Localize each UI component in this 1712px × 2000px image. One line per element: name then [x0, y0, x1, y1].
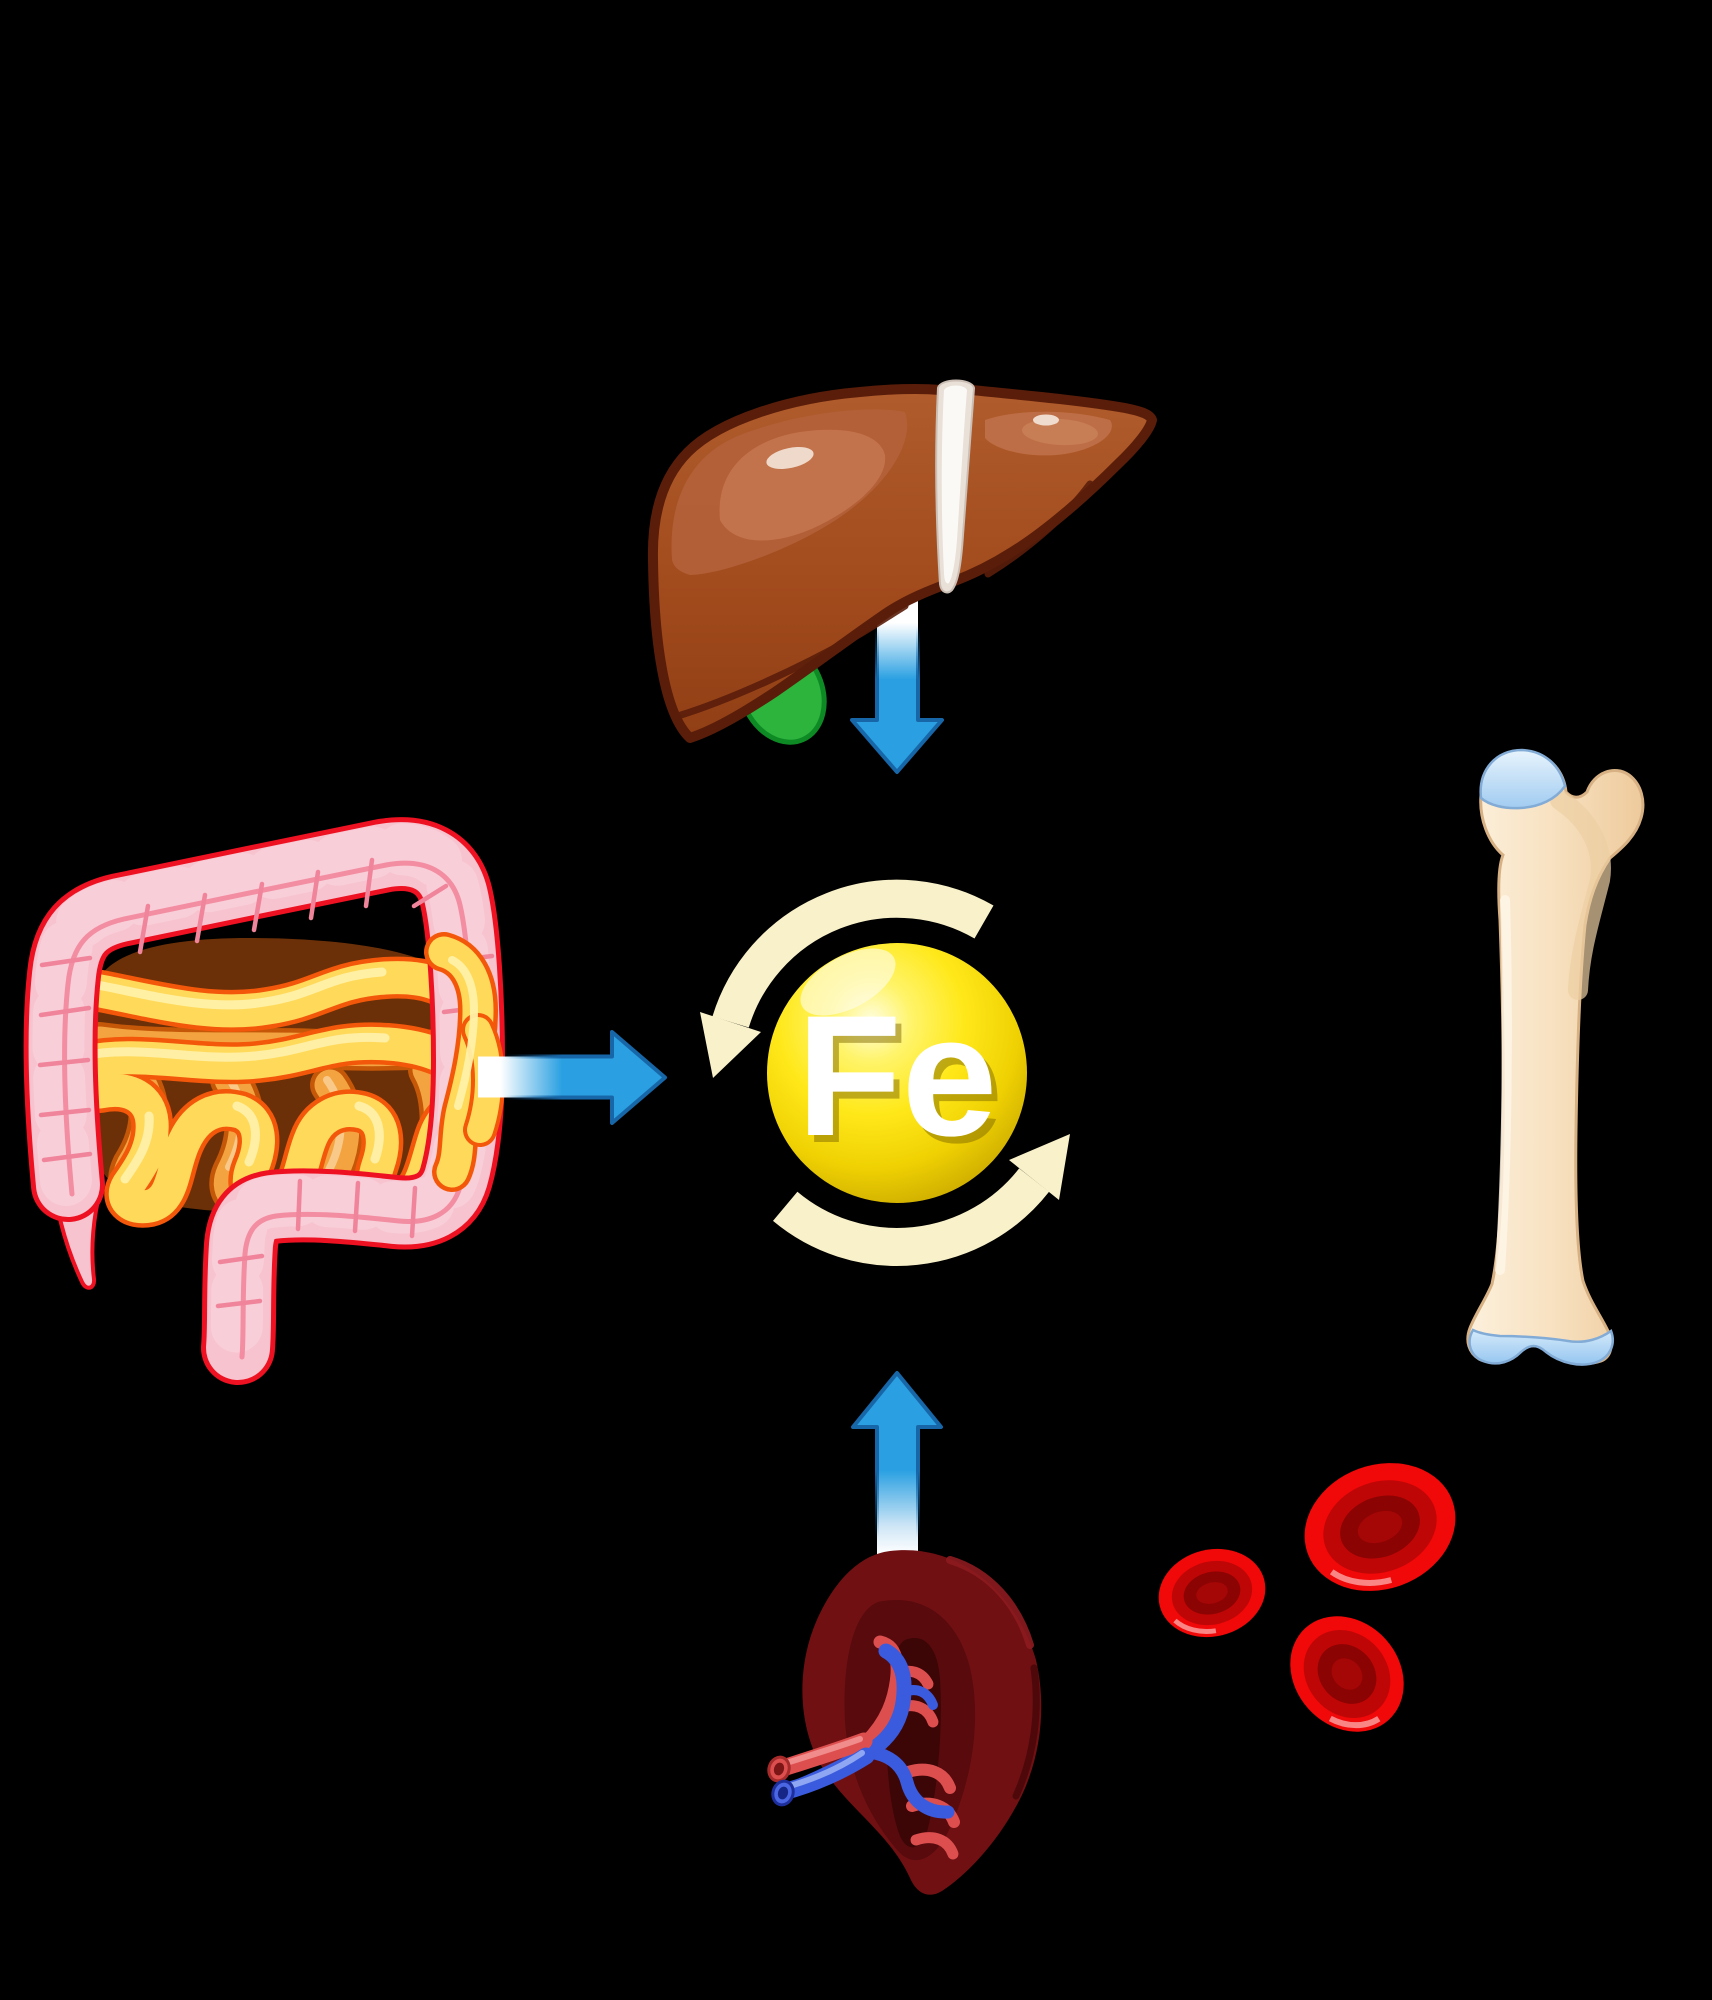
intestines-icon: [23, 817, 505, 1385]
red-blood-cell: [1158, 1548, 1266, 1638]
iron-symbol: Fe: [797, 980, 998, 1172]
spleen-top-sheen: [946, 1556, 1034, 1649]
cycle-arrowhead-right: [1009, 1134, 1070, 1200]
artery-lumen: [773, 1762, 785, 1776]
bone-shading: [1550, 790, 1611, 1000]
cycle-arc-bottom: [773, 1168, 1050, 1266]
bone-shaft-highlight: [1495, 895, 1512, 1275]
spleen-side-crease: [1012, 1664, 1040, 1800]
femur-bone-icon: [1466, 748, 1645, 1366]
liver-gloss-spot-2: [1033, 414, 1059, 426]
liver-outline: [647, 380, 1157, 743]
red-blood-cells-icon: [1158, 1463, 1456, 1732]
liver-sheen-bright: [719, 429, 886, 541]
arrow-intestine-to-iron: [476, 1030, 667, 1125]
liver-icon: [647, 379, 1157, 745]
vein-lumen: [777, 1786, 789, 1800]
ligament-highlight: [941, 385, 967, 584]
cycle-arc-top: [712, 879, 994, 1028]
arrow-spleen-to-iron: [851, 1371, 943, 1559]
femoral-head-cartilage: [1479, 748, 1567, 810]
recycle-ring: [700, 879, 1070, 1266]
haustra-lines: [37, 857, 495, 1309]
iron-ball-gloss: [800, 948, 896, 1016]
liver-gloss-spot: [766, 447, 814, 469]
right-lobe-sheen-2: [1022, 418, 1098, 446]
red-blood-cell: [1304, 1463, 1456, 1591]
arrow-liver-to-iron: [850, 598, 944, 774]
cycle-arrowhead-left: [700, 1012, 761, 1078]
condyle-cartilage: [1468, 1328, 1614, 1366]
iron-symbol-shadow: Fe: [803, 987, 1004, 1179]
spleen-icon: [767, 1550, 1042, 1895]
iron-cycle-center: Fe Fe: [700, 879, 1070, 1266]
red-blood-cell: [1290, 1616, 1404, 1732]
